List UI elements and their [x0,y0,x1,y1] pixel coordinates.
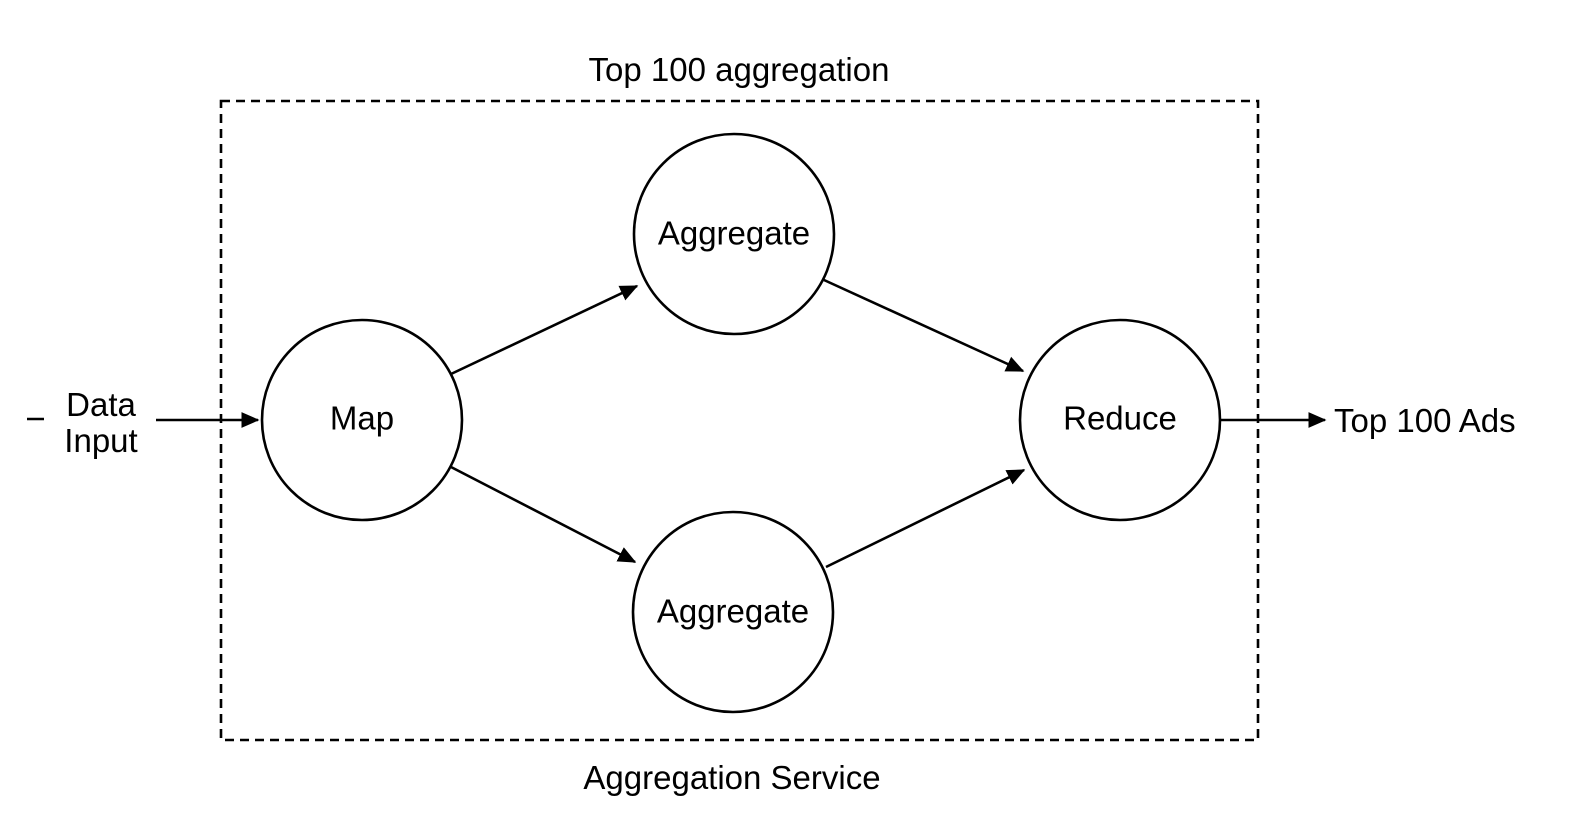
node-reduce[interactable]: Reduce [1018,318,1222,522]
node-aggregate-bottom-circle[interactable] [631,510,835,714]
node-map[interactable]: Map [260,318,464,522]
boundary-footer: Aggregation Service [583,759,880,796]
node-reduce-circle[interactable] [1018,318,1222,522]
node-aggregate-top[interactable]: Aggregate [632,132,836,336]
edge-aggregate-top-to-reduce [823,278,1025,373]
input-label-line1: Data [66,386,136,423]
boundary-title: Top 100 aggregation [589,51,890,88]
node-reduce-label: Reduce [1063,400,1177,437]
edge-map-to-aggregate-top [450,284,639,376]
node-map-circle[interactable] [260,318,464,522]
edge-aggregate-bottom-to-reduce [825,468,1026,569]
node-aggregate-top-label: Aggregate [658,215,810,252]
output-label: Top 100 Ads [1334,402,1516,439]
node-map-label: Map [330,400,394,437]
node-aggregate-top-circle[interactable] [632,132,836,336]
input-label-line2: Input [64,422,137,459]
node-aggregate-bottom[interactable]: Aggregate [631,510,835,714]
node-aggregate-bottom-label: Aggregate [657,593,809,630]
edge-map-to-aggregate-bottom [450,465,637,564]
